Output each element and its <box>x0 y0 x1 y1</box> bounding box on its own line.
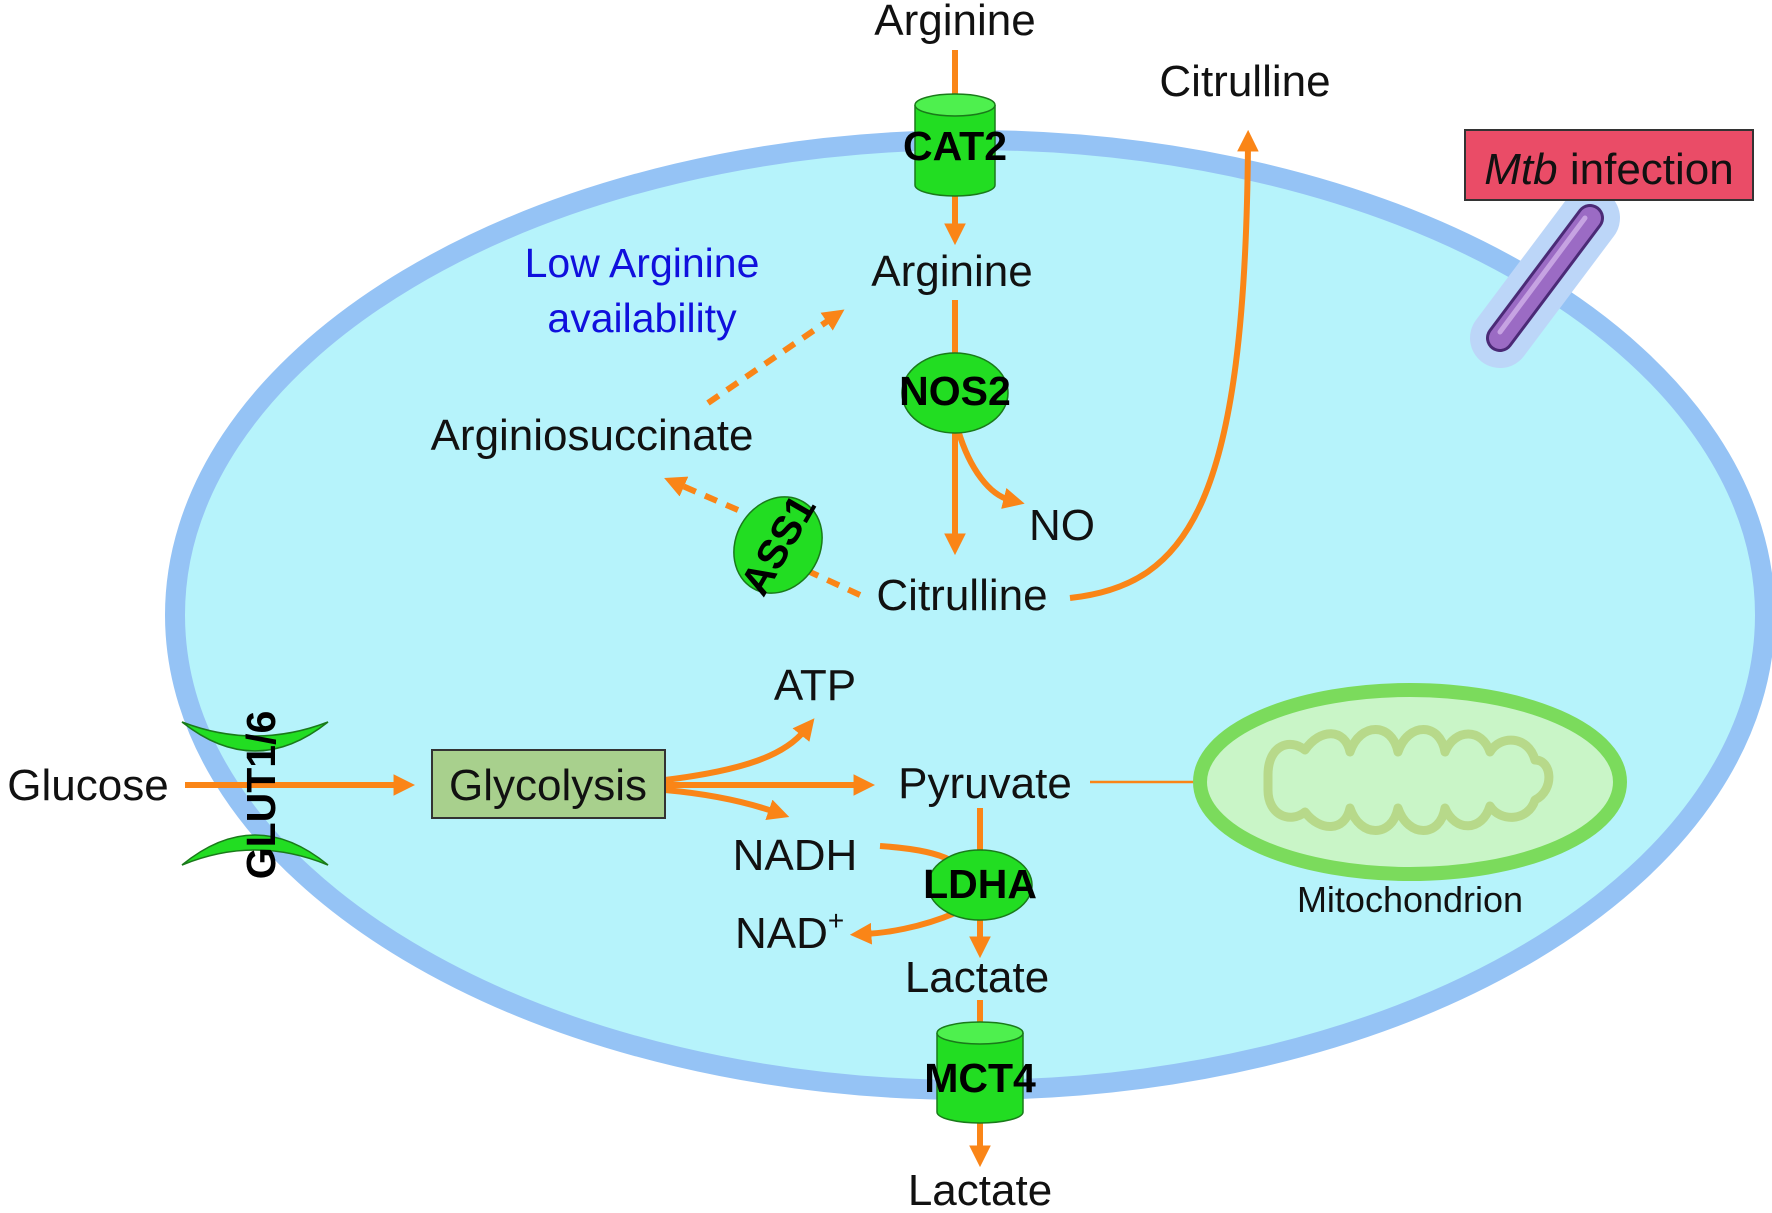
no-label: NO <box>1029 501 1095 550</box>
nos2-to-no-arrow <box>955 429 1025 509</box>
low-arginine-line1: Low Arginine <box>525 240 760 286</box>
ass1-enzyme <box>733 496 823 594</box>
arginine-inside-label: Arginine <box>871 247 1032 296</box>
ass1-to-argininosuccinate-dashed <box>664 476 740 513</box>
cat2-label: CAT2 <box>903 123 1007 169</box>
nad-label: NAD+ <box>735 905 844 958</box>
mitochondrion-label: Mitochondrion <box>1297 879 1523 920</box>
lactate-inside-label: Lactate <box>905 953 1049 1002</box>
infection-suffix: infection <box>1558 145 1734 194</box>
citrulline-outside-label: Citrulline <box>1159 57 1330 106</box>
ldha-label: LDHA <box>923 861 1037 907</box>
glycolysis-box <box>431 749 666 819</box>
lactate-outside-label: Lactate <box>908 1166 1052 1213</box>
glucose-label: Glucose <box>7 761 168 810</box>
ldha-to-nad-arrow <box>849 910 957 945</box>
glycolysis-to-nadh-arrow <box>664 787 790 821</box>
nadh-to-ldha-line <box>879 843 952 863</box>
glut-label: GLUT1/6 <box>238 711 284 880</box>
mitochondrion <box>1193 683 1627 881</box>
infection-organism: Mtb <box>1484 145 1557 194</box>
argininosuccinate-label: Arginiosuccinate <box>431 411 754 460</box>
nad-base: NAD <box>735 909 828 958</box>
citrulline-inside-label: Citrulline <box>876 571 1047 620</box>
glycolysis-to-atp-arrow <box>664 718 815 783</box>
nos2-label: NOS2 <box>899 368 1011 414</box>
mct4-label: MCT4 <box>924 1055 1036 1101</box>
nadh-label: NADH <box>733 831 858 880</box>
mitochondrion-cristae <box>1263 725 1554 835</box>
mtb-bacterium <box>1470 188 1620 368</box>
cat2-transporter <box>914 93 996 197</box>
nad-superscript: + <box>828 905 844 936</box>
arginine-outside-label: Arginine <box>874 0 1035 45</box>
citrulline-to-ass1-dashed <box>808 569 862 598</box>
nos2-enzyme <box>901 352 1009 434</box>
ldha-enzyme <box>927 849 1033 921</box>
infection-box <box>1464 129 1754 201</box>
citrulline-export-arrow <box>1069 129 1259 601</box>
mct4-transporter <box>936 1021 1024 1124</box>
argininosuccinate-to-arginine-dashed <box>706 309 845 406</box>
infection-label: Mtb infection <box>1484 145 1733 194</box>
glycolysis-label: Glycolysis <box>449 761 647 810</box>
low-arginine-line2: availability <box>547 295 737 341</box>
atp-label: ATP <box>774 661 856 710</box>
glut-transporter <box>181 721 329 866</box>
pyruvate-label: Pyruvate <box>898 759 1072 808</box>
